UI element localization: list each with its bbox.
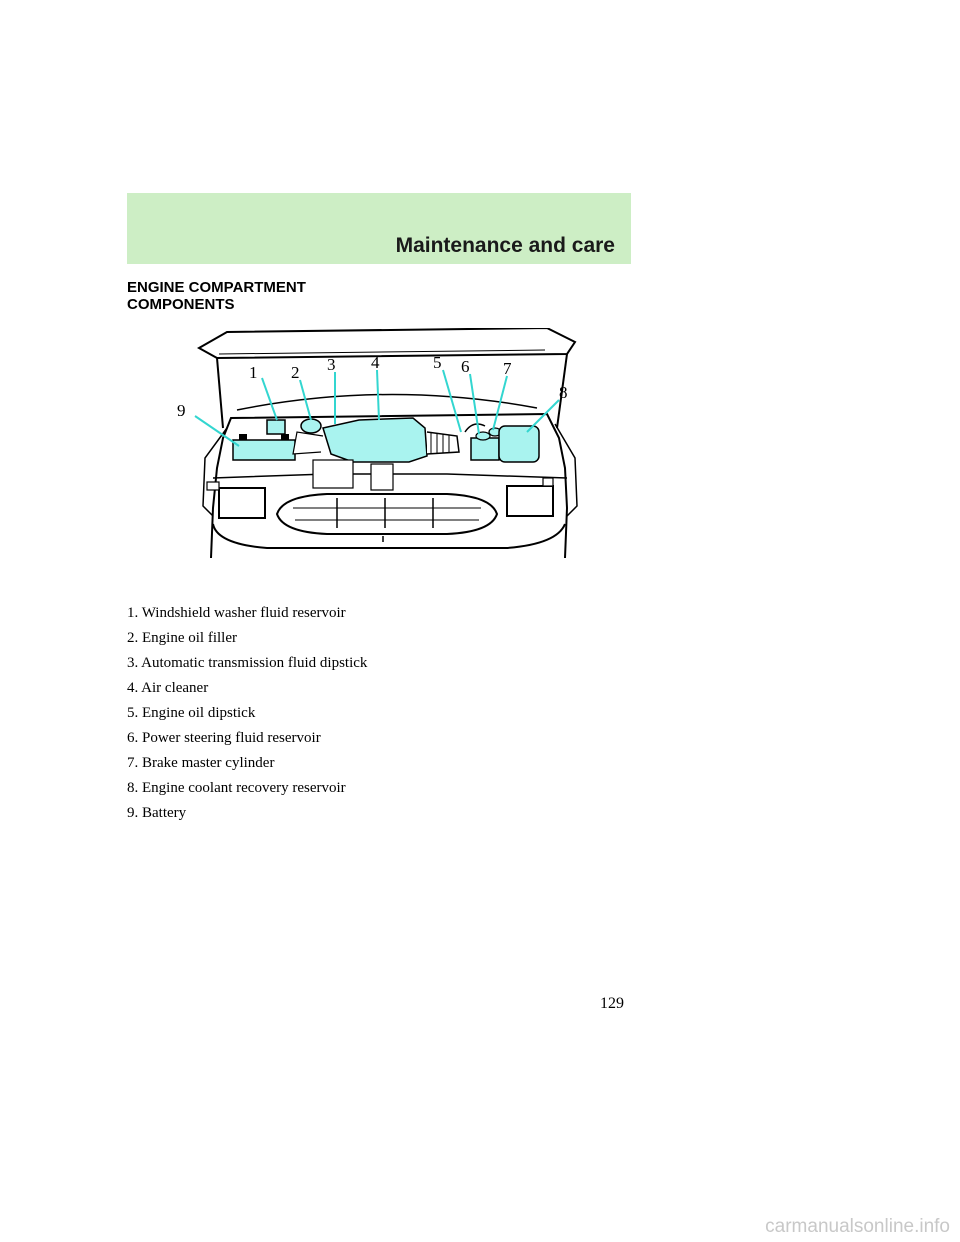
section-header-band: Maintenance and care — [127, 193, 631, 264]
callout-8: 8 — [559, 383, 568, 402]
section-heading-line2: COMPONENTS — [127, 296, 235, 313]
air-cleaner-part — [322, 417, 428, 463]
components-list: 1. Windshield washer fluid reservoir 2. … — [127, 605, 387, 830]
list-item: 8. Engine coolant recovery reservoir — [127, 780, 346, 796]
callout-4: 4 — [371, 353, 380, 372]
callout-6: 6 — [461, 357, 470, 376]
list-item: 1. Windshield washer fluid reservoir — [127, 605, 346, 621]
chapter-title: Maintenance and care — [395, 234, 615, 257]
list-item: 5. Engine oil dipstick — [127, 705, 256, 721]
callout-1: 1 — [249, 363, 258, 382]
watermark[interactable]: carmanualsonline.info — [765, 1216, 950, 1237]
washer-reservoir-part — [266, 419, 286, 435]
section-heading: ENGINE COMPARTMENT COMPONENTS — [127, 279, 447, 313]
callout-9: 9 — [177, 401, 186, 420]
battery-part — [232, 439, 296, 461]
callout-2: 2 — [291, 363, 300, 382]
oil-filler-part — [300, 418, 322, 434]
engine-diagram-svg: 1 2 3 4 5 6 7 8 9 — [177, 328, 578, 559]
callout-5: 5 — [433, 353, 442, 372]
list-item: 7. Brake master cylinder — [127, 755, 275, 771]
section-heading-line1: ENGINE COMPARTMENT — [127, 279, 306, 296]
callout-7: 7 — [503, 359, 512, 378]
page-number: 129 — [600, 995, 624, 1012]
list-item: 4. Air cleaner — [127, 680, 209, 696]
list-item: 3. Automatic transmission fluid dipstick — [127, 655, 368, 671]
list-item: 6. Power steering fluid reservoir — [127, 730, 321, 746]
engine-compartment-diagram: 1 2 3 4 5 6 7 8 9 — [127, 328, 631, 568]
list-item: 2. Engine oil filler — [127, 630, 237, 646]
power-steering-reservoir-part — [470, 437, 500, 461]
coolant-reservoir-part — [498, 425, 540, 463]
callout-3: 3 — [327, 355, 336, 374]
list-item: 9. Battery — [127, 805, 187, 821]
